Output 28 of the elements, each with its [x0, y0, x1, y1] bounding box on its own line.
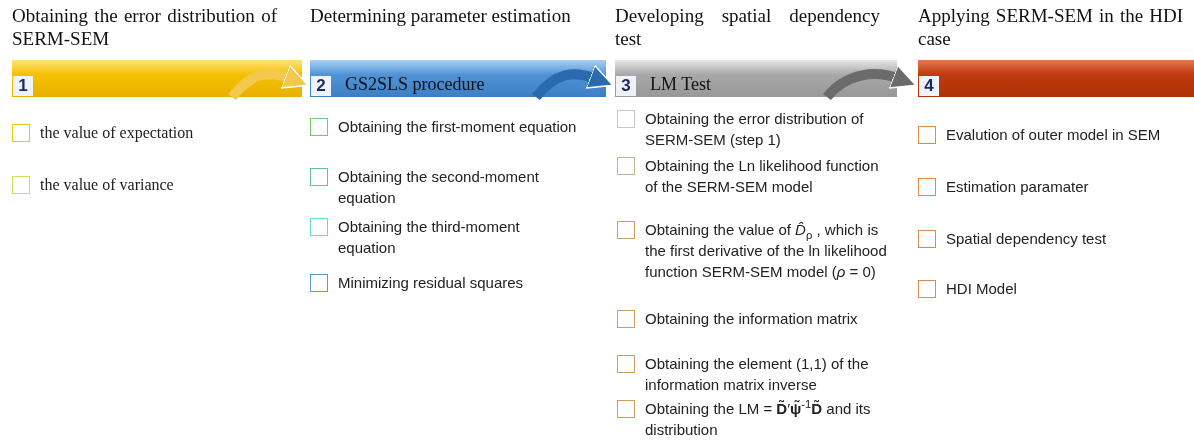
step-text: Obtaining the third-moment equation — [338, 217, 521, 258]
step-text: Evalution of outer model in SEM — [946, 125, 1161, 145]
step-title: LM Test — [650, 73, 711, 95]
stage-heading: Developing spatial dependency test — [615, 4, 880, 50]
step-text: the value of expectation — [40, 123, 194, 143]
curved-arrow — [532, 64, 614, 101]
step-number: 2 — [311, 76, 331, 96]
step-number: 3 — [616, 76, 636, 96]
step-number: 4 — [919, 76, 939, 96]
step-text: HDI Model — [946, 279, 1017, 299]
step-title: GS2SLS procedure — [345, 73, 485, 95]
curved-arrow — [228, 64, 309, 101]
step-text: Obtaining the information matrix — [645, 309, 858, 329]
step-text: Obtaining the value of D̂$_{ρ}$ , which is the first derivative of the ln likelihood function SERM-SEM model (ρ = 0) — [645, 220, 888, 282]
step-number: 1 — [13, 76, 33, 96]
step-text: Obtaining the second-moment equation — [338, 167, 540, 208]
step-text: Spatial dependency test — [946, 229, 1107, 249]
step-text: the value of variance — [40, 175, 174, 195]
stage-heading: Applying SERM-SEM in the HDI case — [918, 4, 1183, 50]
stage-heading: Determining parameter estimation — [310, 4, 572, 27]
curved-arrow — [823, 64, 917, 101]
step-text: Obtaining the first-moment equation — [338, 117, 577, 137]
step-text: Obtaining the LM = D̃′ψ̃$^{-1}$D̃ and its distribution — [645, 398, 872, 440]
step-text: Estimation paramater — [946, 177, 1089, 197]
stage-heading: Obtaining the error distribution of SERM-SEM — [12, 4, 277, 50]
step-text: Minimizing residual squares — [338, 273, 524, 293]
step-text: Obtaining the error distribution of SERM-SEM (step 1) — [645, 109, 865, 150]
step-text: Obtaining the Ln likelihood function of the SERM-SEM model — [645, 156, 880, 197]
